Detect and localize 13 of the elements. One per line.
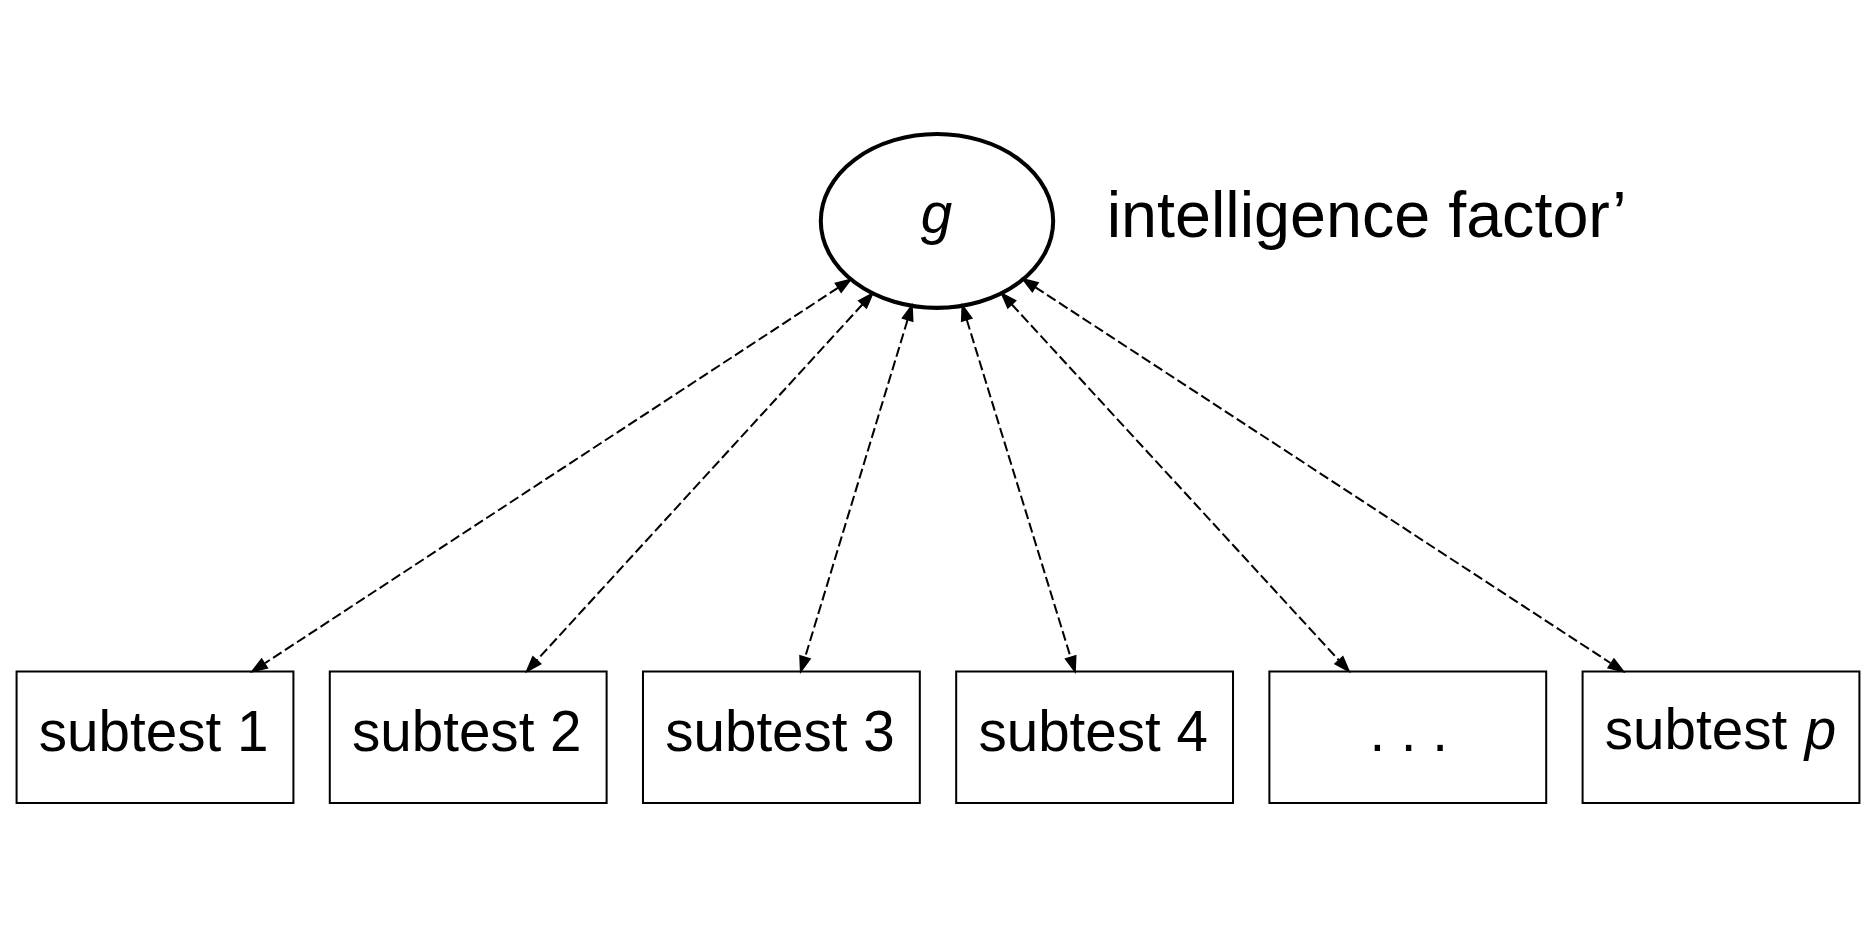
arrow — [799, 302, 914, 675]
arrow — [999, 291, 1351, 674]
node-box: subtest 2 — [328, 670, 608, 804]
node-box: subtest p — [1581, 670, 1861, 804]
node-box: subtest 1 — [15, 670, 295, 804]
node-box: subtest 4 — [955, 670, 1234, 804]
arrow — [249, 278, 853, 674]
arrow — [960, 302, 1077, 675]
label: intelligence factor’ — [1106, 178, 1627, 252]
node-box: . . . — [1268, 670, 1548, 804]
arrow — [525, 291, 875, 674]
arrow — [1020, 277, 1626, 673]
node-box: subtest 3 — [642, 670, 921, 804]
